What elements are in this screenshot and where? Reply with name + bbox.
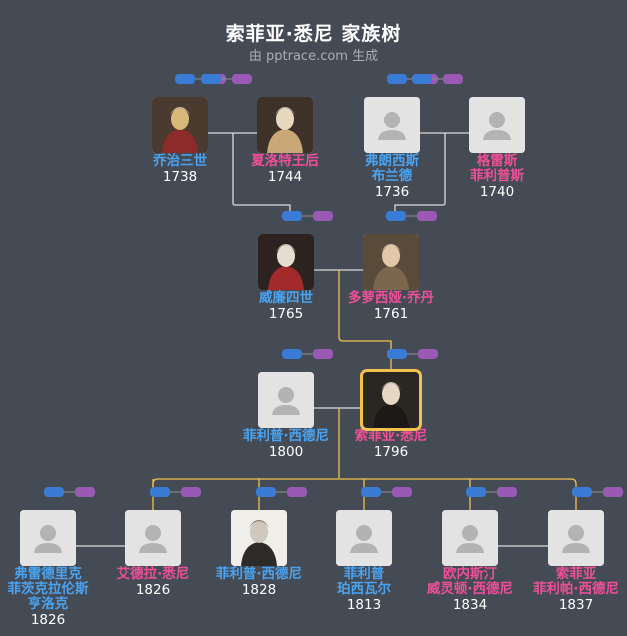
person-placeholder-icon bbox=[20, 510, 76, 566]
person-birth-year: 1813 bbox=[346, 597, 382, 613]
person-name: 菲利普·西德尼 bbox=[242, 428, 330, 444]
person-placeholder-icon bbox=[442, 510, 498, 566]
expand-toggle-pair[interactable] bbox=[150, 486, 210, 498]
expand-toggle-pair[interactable] bbox=[44, 486, 104, 498]
person-birth-year: 1828 bbox=[241, 582, 277, 598]
page-subtitle: 由 pptrace.com 生成 bbox=[248, 49, 379, 64]
person-birth-year: 1761 bbox=[373, 306, 409, 322]
person-placeholder-icon bbox=[364, 97, 420, 153]
person-name: 索菲亚·悉尼 bbox=[354, 428, 428, 444]
person-photo bbox=[152, 97, 208, 153]
expand-toggle-pair[interactable] bbox=[412, 73, 472, 85]
expand-toggle-pair[interactable] bbox=[361, 486, 421, 498]
expand-toggle-pair[interactable] bbox=[256, 486, 316, 498]
expand-toggle-pair[interactable] bbox=[387, 348, 447, 360]
person-name: 弗雷德里克菲茨克拉伦斯亨洛克 bbox=[7, 566, 89, 612]
person-birth-year: 1834 bbox=[452, 597, 488, 613]
person-birth-year: 1744 bbox=[267, 169, 303, 185]
person-name: 格雷斯菲利普斯 bbox=[470, 153, 524, 184]
person-name: 弗朗西斯布兰德 bbox=[365, 153, 419, 184]
person-photo bbox=[363, 234, 419, 290]
person-birth-year: 1837 bbox=[558, 597, 594, 613]
person-birth-year: 1736 bbox=[374, 184, 410, 200]
person-birth-year: 1800 bbox=[268, 444, 304, 460]
person-birth-year: 1765 bbox=[268, 306, 304, 322]
person-name: 欧内斯汀威灵顿·西德尼 bbox=[426, 566, 514, 597]
parent-child-line bbox=[338, 270, 392, 372]
parent-child-line bbox=[394, 133, 446, 212]
person-placeholder-icon bbox=[548, 510, 604, 566]
person-photo bbox=[258, 234, 314, 290]
page-title: 索菲亚·悉尼 家族树 bbox=[225, 23, 402, 45]
expand-toggle-pair[interactable] bbox=[466, 486, 526, 498]
person-birth-year: 1740 bbox=[479, 184, 515, 200]
person-birth-year: 1826 bbox=[30, 612, 66, 628]
expand-toggle-pair[interactable] bbox=[282, 348, 342, 360]
person-name: 菲利普·西德尼 bbox=[215, 566, 303, 582]
person-name: 索菲亚菲利帕·西德尼 bbox=[532, 566, 620, 597]
person-name: 多萝西娅·乔丹 bbox=[347, 290, 435, 306]
person-photo bbox=[231, 510, 287, 566]
expand-toggle-pair[interactable] bbox=[572, 486, 627, 498]
expand-toggle-pair[interactable] bbox=[282, 210, 342, 222]
person-name: 夏洛特王后 bbox=[251, 153, 319, 169]
expand-toggle-pair[interactable] bbox=[201, 73, 261, 85]
person-name: 艾德拉·悉尼 bbox=[116, 566, 190, 582]
parent-child-line bbox=[232, 133, 291, 212]
person-placeholder-icon bbox=[469, 97, 525, 153]
person-birth-year: 1738 bbox=[162, 169, 198, 185]
person-placeholder-icon bbox=[258, 372, 314, 428]
person-birth-year: 1796 bbox=[373, 444, 409, 460]
person-photo bbox=[363, 372, 419, 428]
person-photo bbox=[257, 97, 313, 153]
person-name: 菲利普珀西瓦尔 bbox=[337, 566, 391, 597]
person-birth-year: 1826 bbox=[135, 582, 171, 598]
person-placeholder-icon bbox=[125, 510, 181, 566]
expand-toggle-pair[interactable] bbox=[386, 210, 446, 222]
person-name: 乔治三世 bbox=[153, 153, 207, 169]
person-placeholder-icon bbox=[336, 510, 392, 566]
person-name: 威廉四世 bbox=[259, 290, 313, 306]
